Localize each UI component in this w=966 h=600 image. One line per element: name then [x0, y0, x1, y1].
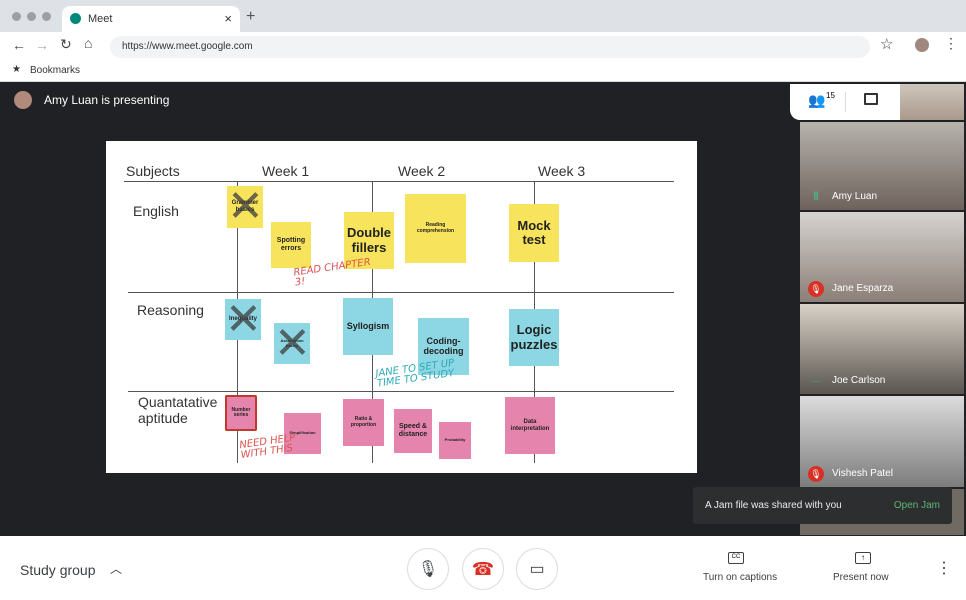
star-icon: ★ [12, 64, 21, 75]
sticky-note[interactable]: Grammer basics [227, 186, 263, 228]
sticky-note[interactable]: Simplification [284, 413, 321, 454]
sticky-note[interactable]: Ratio & proportion [343, 399, 384, 446]
present-now-button[interactable]: Present now [833, 572, 889, 583]
chat-icon[interactable] [864, 93, 878, 105]
more-dots-icon: ··· [811, 376, 821, 386]
meeting-controls-panel: 👥 15 [790, 84, 900, 120]
profile-avatar[interactable] [915, 38, 929, 52]
meet-favicon-icon [70, 13, 81, 24]
sticky-note[interactable]: Mock test [509, 204, 559, 262]
participant-tile[interactable]: ··· Joe Carlson [800, 304, 964, 394]
browser-menu-icon[interactable]: ⋮ [944, 35, 958, 51]
forward-icon[interactable]: → [35, 37, 49, 53]
participant-count: 15 [826, 91, 835, 100]
sticky-note[interactable]: Reading comprehension [405, 194, 466, 263]
speaking-icon: ⦀ [813, 191, 819, 203]
sticky-note[interactable]: Assumption basics [274, 323, 310, 364]
handwritten-note: NEED HELP WITH THIS [238, 432, 297, 462]
self-view[interactable] [900, 84, 964, 120]
sticky-note[interactable]: Inequality [225, 299, 261, 340]
maximize-window-icon[interactable] [42, 12, 51, 21]
sticky-note[interactable]: Syllogism [343, 298, 393, 355]
handwritten-note: JANE TO SET UP TIME TO STUDY [374, 357, 456, 390]
bookmarks-bar: ★ Bookmarks [0, 60, 966, 82]
new-tab-icon[interactable]: + [246, 8, 256, 25]
mic-off-icon: 🎙 [808, 281, 824, 297]
minimize-window-icon[interactable] [27, 12, 36, 21]
jam-toast: A Jam file was shared with you Open Jam [693, 487, 952, 524]
close-tab-icon[interactable]: × [224, 11, 232, 26]
header-subjects: Subjects [126, 163, 180, 179]
sticky-note[interactable]: Coding-decoding [418, 318, 469, 375]
participant-tile[interactable]: 🎙 Vishesh Patel [800, 396, 964, 487]
present-icon[interactable]: ↑ [855, 552, 871, 564]
url-input[interactable]: https://www.meet.google.com [110, 36, 870, 58]
camera-button[interactable]: ▭ [516, 548, 558, 590]
header-week-3: Week 3 [538, 163, 586, 179]
back-icon[interactable]: ← [12, 37, 26, 53]
tab-bar: Meet × + [0, 0, 966, 32]
sticky-note[interactable]: Logic puzzles [509, 309, 559, 366]
open-jam-button[interactable]: Open Jam [893, 500, 940, 511]
participant-name: Joe Carlson [832, 375, 886, 386]
bookmarks-link[interactable]: Bookmarks [30, 65, 81, 76]
whiteboard: Subjects Week 1 Week 2 Week 3 English Re… [106, 141, 697, 473]
home-icon[interactable]: ⌂ [84, 35, 93, 51]
browser-tab[interactable]: Meet × [62, 6, 240, 32]
microphone-button[interactable]: 🎙 [407, 548, 449, 590]
row-reasoning: Reasoning [137, 302, 204, 318]
participant-tile[interactable]: ⦀ Amy Luan [800, 122, 964, 210]
hang-up-button[interactable]: ☎ [462, 548, 504, 590]
captions-button[interactable]: Turn on captions [703, 572, 778, 583]
sticky-note[interactable]: Speed & distance [394, 409, 432, 453]
tab-title: Meet [88, 13, 113, 25]
people-icon[interactable]: 👥 [808, 92, 826, 108]
presenting-label: Amy Luan is presenting [44, 93, 170, 107]
participant-name: Vishesh Patel [832, 468, 893, 479]
participant-name: Amy Luan [832, 191, 878, 202]
toast-message: A Jam file was shared with you [705, 500, 842, 511]
close-window-icon[interactable] [12, 12, 21, 21]
sticky-note[interactable]: Probability [439, 422, 471, 459]
header-week-2: Week 2 [398, 163, 446, 179]
sticky-note[interactable]: Spotting errors [271, 222, 311, 268]
reload-icon[interactable]: ↻ [60, 36, 72, 52]
header-week-1: Week 1 [262, 163, 310, 179]
sticky-note[interactable]: Double fillers [344, 212, 394, 269]
participant-name: Jane Esparza [832, 283, 894, 294]
row-english: English [133, 203, 179, 219]
presenter-avatar [14, 91, 32, 109]
meeting-name[interactable]: Study group [20, 562, 96, 578]
sticky-note[interactable]: Number series [225, 395, 257, 431]
bookmark-star-icon[interactable]: ☆ [880, 36, 894, 53]
mic-off-icon: 🎙 [808, 466, 824, 482]
sticky-note[interactable]: Data interpretation [505, 397, 555, 454]
participant-tile[interactable]: 🎙 Jane Esparza [800, 212, 964, 302]
row-quantitative: Quantatative aptitude [138, 394, 218, 427]
more-options-icon[interactable]: ⋮ [936, 560, 952, 577]
chevron-up-icon[interactable]: ︿ [110, 562, 123, 576]
captions-icon[interactable]: CC [728, 552, 744, 564]
